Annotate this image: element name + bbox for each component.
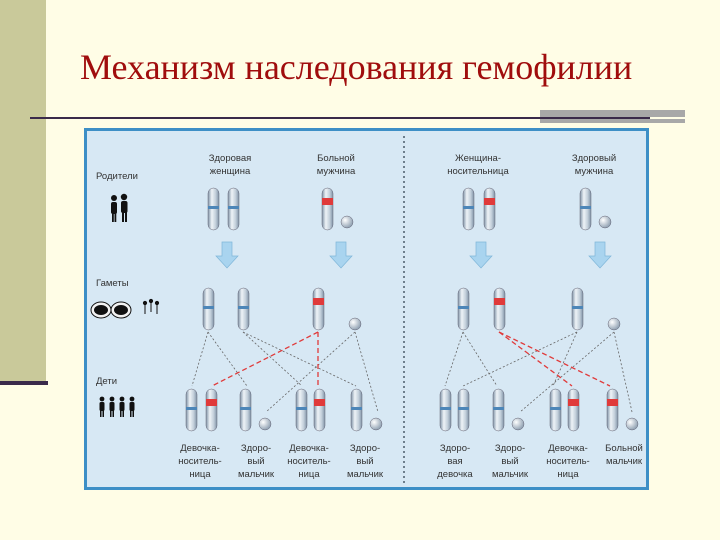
slide-title: Механизм наследования гемофилии [80, 47, 633, 87]
right-child-2-label-2: вый [501, 456, 518, 467]
right-child-2-chromosomes [492, 388, 525, 432]
right-child-3-chromosomes [549, 388, 580, 432]
left-child-3-label-3: ница [298, 469, 320, 480]
right-child-1-label-2: вая [447, 456, 462, 467]
left-child-4-label-1: Здоро- [350, 443, 380, 454]
left-child-2-label-1: Здоро- [241, 443, 271, 454]
right-gametes [457, 287, 621, 331]
right-parent-female-label-2: носительница [447, 166, 509, 177]
left-child-1-chromosomes [185, 388, 218, 432]
left-child-3-label-2: носитель- [287, 456, 330, 467]
left-parent-male-label-2: мужчина [317, 166, 356, 177]
left-father-chromosomes [321, 187, 354, 231]
right-child-4-label-1: Больной [605, 443, 643, 454]
left-mother-chromosomes [207, 187, 240, 231]
left-child-3-chromosomes [295, 388, 326, 432]
left-child-2-label-2: вый [247, 456, 264, 467]
left-parent-male-label-1: Больной [317, 153, 355, 164]
right-child-2-label-3: мальчик [492, 469, 529, 480]
right-arrows [469, 241, 612, 269]
right-child-3-label-1: Девочка- [548, 443, 588, 454]
right-parent-male-label-2: мужчина [575, 166, 614, 177]
right-child-4-chromosomes [606, 388, 639, 432]
parents-people-icon [111, 193, 128, 222]
right-child-1-label-3: девочка [437, 469, 473, 480]
right-child-3-label-2: носитель- [546, 456, 589, 467]
right-child-4-label-2: мальчик [606, 456, 643, 467]
decor-grey-bar [540, 110, 685, 117]
right-father-chromosomes [579, 187, 612, 231]
left-child-4-label-3: мальчик [347, 469, 384, 480]
decor-grey-bar-2 [540, 119, 685, 123]
left-child-4-label-2: вый [356, 456, 373, 467]
left-cross-lines [191, 331, 379, 413]
right-child-2-label-1: Здоро- [495, 443, 525, 454]
row-label-children: Дети [96, 376, 117, 387]
left-decor-bar [0, 0, 46, 383]
left-child-3-label-1: Девочка- [289, 443, 329, 454]
gametes-cells-icon [90, 298, 160, 319]
left-parent-female-label-1: Здоровая [209, 153, 252, 164]
left-child-1-label-2: носитель- [178, 456, 221, 467]
left-child-2-label-3: мальчик [238, 469, 275, 480]
children-people-icon [99, 396, 135, 417]
right-parent-male-label-1: Здоровый [572, 153, 616, 164]
right-mother-chromosomes [462, 187, 496, 231]
row-label-parents: Родители [96, 171, 138, 182]
right-child-3-label-3: ница [557, 469, 579, 480]
left-parent-female-label-2: женщина [210, 166, 251, 177]
left-arrows [215, 241, 353, 269]
left-child-1-label-1: Девочка- [180, 443, 220, 454]
right-cross-lines [444, 331, 633, 413]
left-child-2-chromosomes [239, 388, 272, 432]
right-child-1-label-1: Здоро- [440, 443, 470, 454]
left-gametes [202, 287, 362, 331]
title-rule [30, 117, 650, 119]
right-parent-female-label-1: Женщина- [455, 153, 501, 164]
row-label-gametes: Гаметы [96, 278, 129, 289]
left-child-4-chromosomes [350, 388, 383, 432]
left-child-1-label-3: ница [189, 469, 211, 480]
left-decor-line [0, 381, 48, 385]
right-child-1-chromosomes [439, 388, 470, 432]
